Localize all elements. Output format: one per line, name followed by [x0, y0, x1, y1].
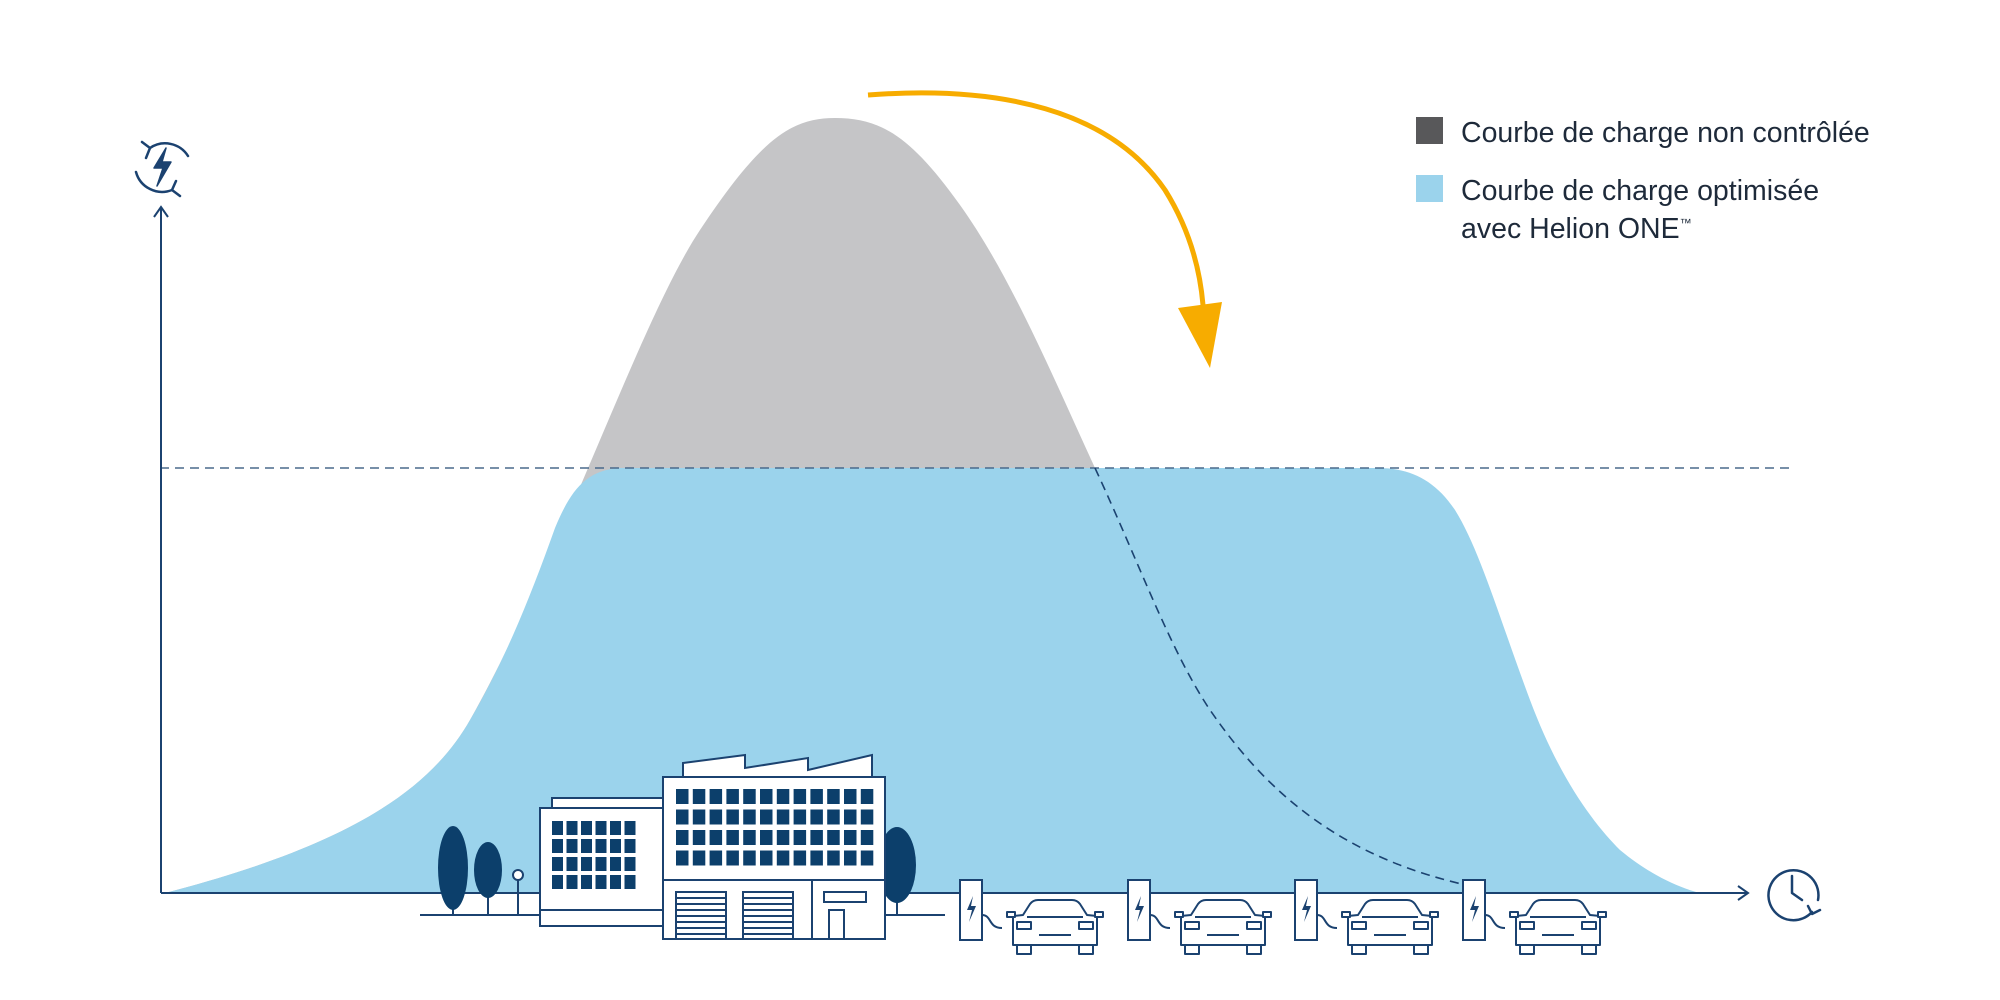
- legend-swatch-optimized: [1416, 175, 1443, 202]
- electric-car-icon: [1174, 899, 1272, 955]
- legend: Courbe de charge non contrôlée Courbe de…: [1416, 114, 1976, 268]
- building-windows: [552, 789, 874, 889]
- legend-label-line: Courbe de charge optimisée: [1461, 175, 1820, 207]
- electric-car-icon: [1509, 899, 1607, 955]
- energy-bolt-cycle-icon: [134, 140, 190, 198]
- uncontrolled-curve-tail: [1094, 467, 1481, 889]
- electric-car-icon: [1341, 899, 1439, 955]
- legend-label-uncontrolled: Courbe de charge non contrôlée: [1461, 114, 1870, 152]
- electric-car-icon: [1006, 899, 1104, 955]
- legend-label-optimized: Courbe de charge optimisée avec Helion O…: [1461, 172, 1819, 248]
- legend-label-line: Courbe de charge non contrôlée: [1461, 117, 1870, 149]
- peak-shift-arrow: [867, 90, 1222, 368]
- legend-label-line-2: avec Helion ONE: [1461, 213, 1680, 245]
- legend-swatch-uncontrolled: [1416, 117, 1443, 144]
- y-axis: [153, 205, 169, 893]
- clock-cycle-icon: [1767, 869, 1822, 922]
- garage-door-lines: [676, 897, 793, 935]
- legend-item-uncontrolled: Courbe de charge non contrôlée: [1416, 114, 1976, 152]
- trademark-symbol: ™: [1679, 216, 1692, 230]
- legend-item-optimized: Courbe de charge optimisée avec Helion O…: [1416, 172, 1976, 248]
- charging-stations: [959, 879, 1607, 955]
- charging-station-icon: [1127, 879, 1171, 941]
- charging-station-icon: [959, 879, 1003, 941]
- charging-station-icon: [1462, 879, 1506, 941]
- optimized-load-curve: [165, 468, 1700, 893]
- charging-station-icon: [1294, 879, 1338, 941]
- tree-icon: [438, 826, 916, 915]
